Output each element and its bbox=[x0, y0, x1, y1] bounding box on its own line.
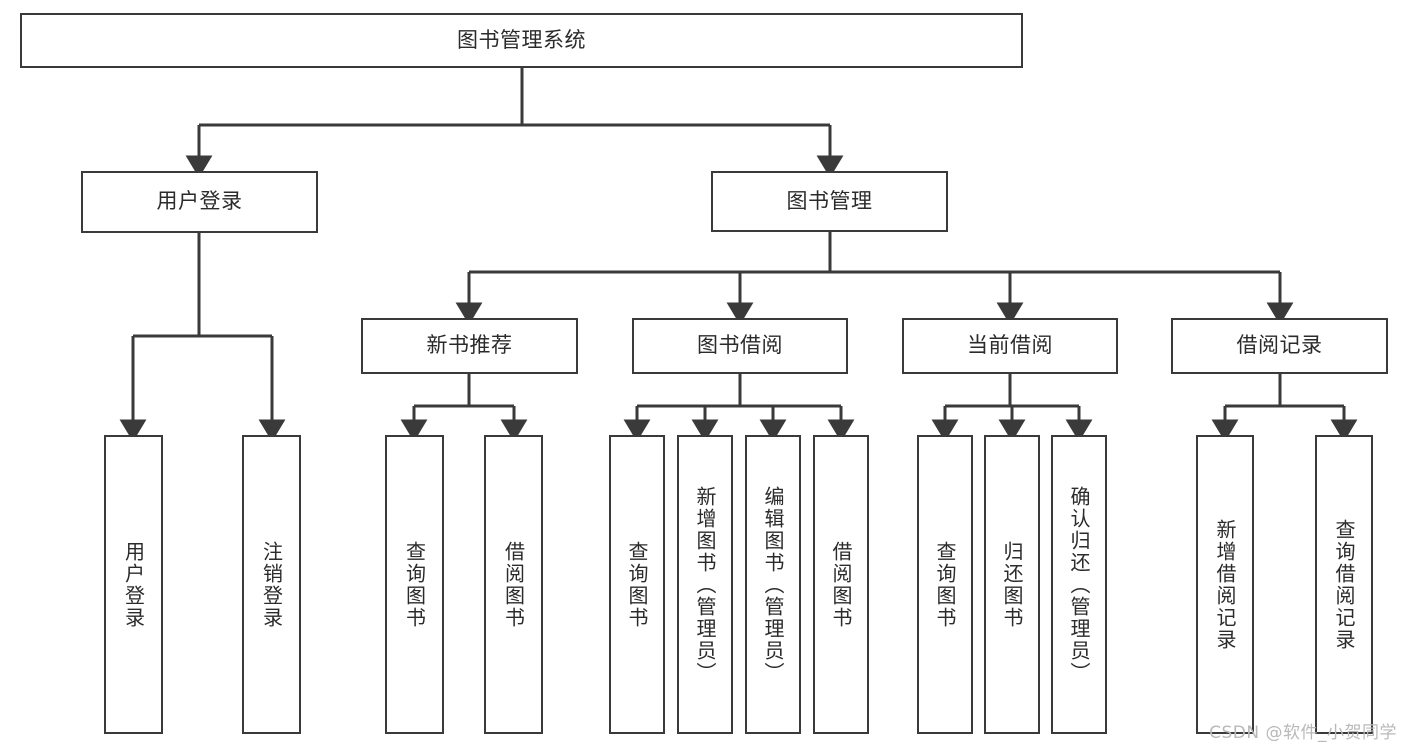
node-borrow-record-label: 借阅记录 bbox=[1236, 333, 1323, 358]
leaf-return-book-label: 归还图书 bbox=[1000, 540, 1024, 629]
leaf-user-login[interactable]: 用户登录 bbox=[104, 435, 163, 734]
leaf-borrow-book-1-label: 借阅图书 bbox=[501, 540, 526, 629]
leaf-logout-label: 注销登录 bbox=[259, 540, 284, 629]
node-book-manage-label: 图书管理 bbox=[786, 188, 873, 213]
leaf-query-book-1[interactable]: 查询图书 bbox=[385, 435, 444, 734]
node-book-manage[interactable]: 图书管理 bbox=[711, 171, 948, 232]
leaf-user-login-label: 用户登录 bbox=[121, 540, 146, 629]
node-root-label: 图书管理系统 bbox=[457, 27, 586, 52]
node-borrow-record[interactable]: 借阅记录 bbox=[1171, 318, 1388, 374]
node-book-borrow[interactable]: 图书借阅 bbox=[632, 318, 848, 374]
node-user-login[interactable]: 用户登录 bbox=[81, 171, 318, 233]
node-current-borrow-label: 当前借阅 bbox=[967, 333, 1053, 358]
leaf-add-book-admin-label: 新增图书（管理员） bbox=[693, 485, 717, 684]
node-new-book-recommend-label: 新书推荐 bbox=[426, 333, 513, 358]
leaf-confirm-return[interactable]: 确认归还（管理员） bbox=[1051, 435, 1107, 734]
leaf-query-borrow-rec[interactable]: 查询借阅记录 bbox=[1315, 435, 1373, 734]
leaf-return-book[interactable]: 归还图书 bbox=[984, 435, 1040, 734]
leaf-logout[interactable]: 注销登录 bbox=[242, 435, 301, 734]
leaf-borrow-book-2[interactable]: 借阅图书 bbox=[813, 435, 869, 734]
leaf-add-borrow-rec-label: 新增借阅记录 bbox=[1213, 518, 1237, 651]
node-user-login-label: 用户登录 bbox=[156, 189, 243, 214]
leaf-query-book-1-label: 查询图书 bbox=[402, 540, 427, 629]
leaf-query-borrow-rec-label: 查询借阅记录 bbox=[1332, 518, 1356, 651]
node-book-borrow-label: 图书借阅 bbox=[697, 333, 783, 358]
leaf-query-book-3[interactable]: 查询图书 bbox=[917, 435, 973, 734]
leaf-borrow-book-1[interactable]: 借阅图书 bbox=[484, 435, 543, 734]
leaf-add-borrow-rec[interactable]: 新增借阅记录 bbox=[1196, 435, 1254, 734]
node-new-book-recommend[interactable]: 新书推荐 bbox=[361, 318, 578, 374]
leaf-confirm-return-label: 确认归还（管理员） bbox=[1067, 485, 1091, 684]
node-root[interactable]: 图书管理系统 bbox=[20, 13, 1023, 68]
leaf-query-book-3-label: 查询图书 bbox=[933, 540, 957, 629]
leaf-edit-book-admin[interactable]: 编辑图书（管理员） bbox=[745, 435, 801, 734]
node-current-borrow[interactable]: 当前借阅 bbox=[902, 318, 1118, 374]
leaf-edit-book-admin-label: 编辑图书（管理员） bbox=[761, 485, 785, 684]
leaf-query-book-2-label: 查询图书 bbox=[625, 540, 649, 629]
leaf-borrow-book-2-label: 借阅图书 bbox=[829, 540, 853, 629]
leaf-add-book-admin[interactable]: 新增图书（管理员） bbox=[677, 435, 733, 734]
leaf-query-book-2[interactable]: 查询图书 bbox=[609, 435, 665, 734]
watermark: CSDN @软件_小贺同学 bbox=[1209, 723, 1397, 743]
